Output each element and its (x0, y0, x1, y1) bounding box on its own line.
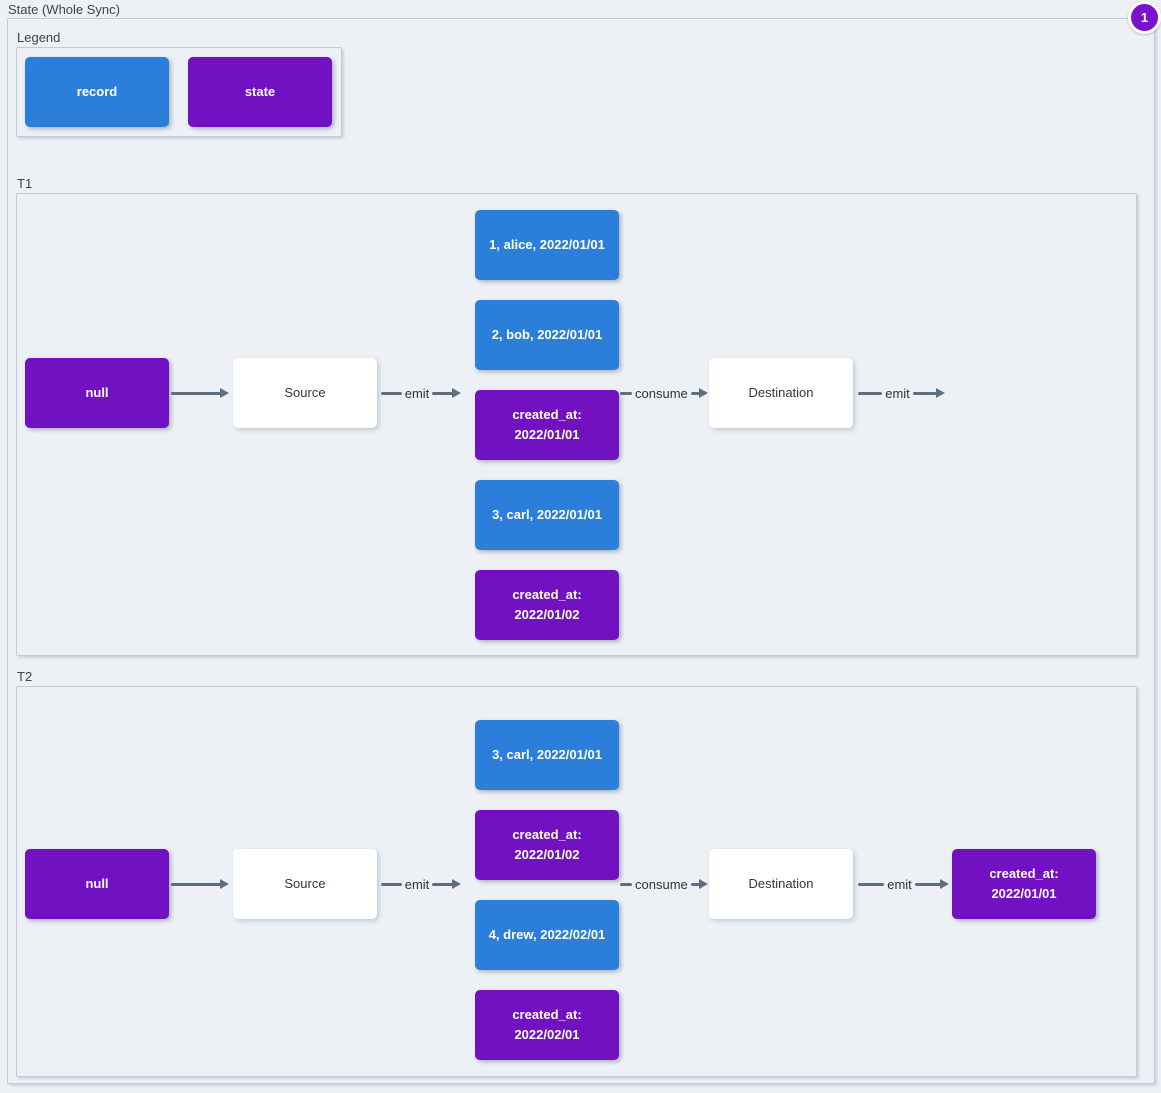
t2-edge-source-emit: emit (381, 874, 461, 894)
t1-source-node: Source (233, 358, 377, 428)
t2-edge-null-to-source (171, 874, 229, 894)
t1-emitted-record: 3, carl, 2022/01/01 (475, 480, 619, 550)
t1-emitted-state: created_at: 2022/01/01 (475, 390, 619, 460)
t1-emitted-state: created_at: 2022/01/02 (475, 570, 619, 640)
t1-edge-destination-emit: emit (858, 383, 945, 403)
edge-line (914, 882, 941, 886)
edge-line (858, 882, 885, 886)
edge-line (912, 391, 937, 395)
edge-line (432, 882, 453, 886)
t2-emitted-state: created_at: 2022/02/01 (475, 990, 619, 1060)
arrowhead-icon (452, 879, 461, 889)
t1-edge-consume: consume (620, 383, 708, 403)
arrowhead-icon (452, 388, 461, 398)
edge-line (690, 882, 700, 886)
count-badge[interactable]: 1 (1128, 1, 1161, 34)
arrowhead-icon (220, 388, 229, 398)
edge-line (171, 391, 221, 395)
edge-line (858, 391, 883, 395)
t1-edge-source-emit: emit (381, 383, 461, 403)
t2-title: T2 (17, 669, 33, 684)
state-whole-sync-cluster (7, 18, 1155, 1084)
legend-cluster (16, 47, 342, 137)
t1-destination-node: Destination (709, 358, 853, 428)
edge-line (171, 882, 221, 886)
arrowhead-icon (699, 388, 708, 398)
edge-label-emit: emit (404, 385, 430, 401)
t2-edge-consume: consume (620, 874, 708, 894)
t1-edge-null-to-source (171, 383, 229, 403)
t1-cluster (16, 193, 1137, 656)
edge-line (620, 391, 632, 395)
edge-label-emit: emit (887, 876, 912, 892)
t2-edge-destination-emit: emit (858, 874, 949, 894)
t2-cluster (16, 686, 1137, 1077)
edge-label-consume: consume (635, 876, 688, 892)
edge-label-consume: consume (635, 385, 688, 401)
t1-title: T1 (17, 176, 33, 191)
t2-output-state-node: created_at: 2022/01/01 (952, 849, 1096, 919)
arrowhead-icon (940, 879, 949, 889)
diagram-title: State (Whole Sync) (8, 2, 120, 17)
t2-emitted-state: created_at: 2022/01/02 (475, 810, 619, 880)
t2-emitted-record: 3, carl, 2022/01/01 (475, 720, 619, 790)
edge-line (690, 391, 700, 395)
arrowhead-icon (699, 879, 708, 889)
t2-input-state-node: null (25, 849, 169, 919)
edge-line (620, 882, 632, 886)
t1-emitted-record: 1, alice, 2022/01/01 (475, 210, 619, 280)
t1-input-state-node: null (25, 358, 169, 428)
t1-emitted-record: 2, bob, 2022/01/01 (475, 300, 619, 370)
edge-line (432, 391, 453, 395)
t2-emitted-record: 4, drew, 2022/02/01 (475, 900, 619, 970)
edge-line (381, 391, 402, 395)
edge-label-emit: emit (404, 876, 430, 892)
legend-record-node: record (25, 57, 169, 127)
edge-label-emit: emit (885, 385, 910, 401)
legend-title: Legend (17, 30, 61, 45)
arrowhead-icon (936, 388, 945, 398)
legend-state-node: state (188, 57, 332, 127)
arrowhead-icon (220, 879, 229, 889)
t2-destination-node: Destination (709, 849, 853, 919)
t2-source-node: Source (233, 849, 377, 919)
edge-line (381, 882, 402, 886)
